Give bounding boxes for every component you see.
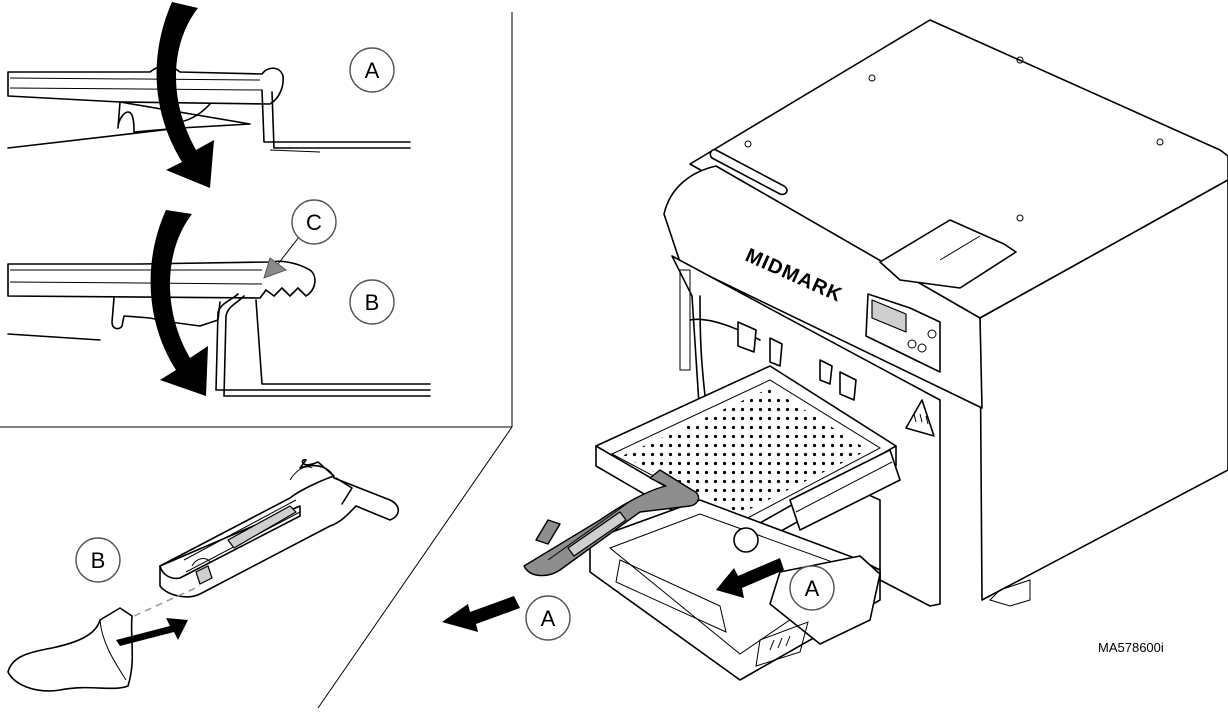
callout-detail-mid-c: C xyxy=(263,199,337,279)
callout-label: B xyxy=(365,290,380,315)
handle-tip-insert xyxy=(7,607,134,692)
callout-label: A xyxy=(365,58,380,83)
callout-label: C xyxy=(306,210,322,235)
detail-top-rack-edge xyxy=(261,89,411,153)
sterilizer-cabinet xyxy=(663,19,1228,607)
detail-mid-rack-edge xyxy=(215,293,431,397)
callout-label: A xyxy=(541,606,556,631)
callout-detail-mid-b: B xyxy=(349,279,395,325)
figure-id-label: MA578600i xyxy=(1098,640,1164,655)
handle-body xyxy=(159,459,400,598)
detail-mid-rotation-arrow xyxy=(150,210,208,396)
callout-detail-bottom-b: B xyxy=(75,537,121,583)
callout-tray-a: A xyxy=(789,565,835,611)
insert-direction-arrow xyxy=(116,585,201,646)
callout-label: B xyxy=(91,548,106,573)
callout-detail-top-a: A xyxy=(349,47,395,93)
handle-attached-grey xyxy=(523,469,700,577)
detail-top-handle-profile xyxy=(7,65,284,149)
detail-top-rotation-arrow xyxy=(156,2,214,188)
callout-label: A xyxy=(805,576,820,601)
callout-front-a: A xyxy=(525,595,571,641)
detail-panel-frame xyxy=(0,12,513,709)
pull-direction-arrows xyxy=(442,558,784,632)
sterilizer-tray xyxy=(595,365,901,553)
